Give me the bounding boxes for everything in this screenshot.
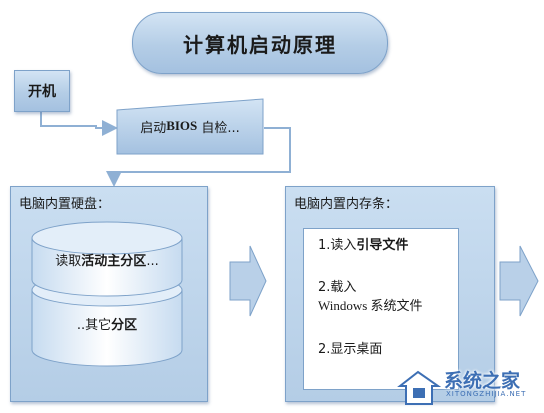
disk-panel-title: 电脑内置硬盘： bbox=[19, 197, 111, 212]
block-arrow-memory-to-next bbox=[499, 245, 539, 317]
watermark-text: 系统之家 bbox=[444, 370, 521, 392]
step-3-label: 2.显示桌面 bbox=[318, 342, 383, 357]
bios-label-prefix: 启动 bbox=[140, 120, 167, 136]
step-1-bold: 引导文件 bbox=[356, 238, 409, 253]
partition-active: 读取活动主分区... bbox=[32, 250, 182, 269]
partition-active-suffix: ... bbox=[146, 254, 159, 269]
memory-panel-title: 电脑内置内存条： bbox=[294, 197, 399, 212]
start-node-label: 开机 bbox=[28, 84, 56, 100]
watermark-logo-icon bbox=[397, 370, 442, 405]
watermark: 系统之家 XITONGZHIJIA.NET bbox=[394, 364, 540, 410]
bios-node: 启动 BIOS 自检... bbox=[116, 98, 264, 155]
diagram-title: 计算机启动原理 bbox=[132, 12, 388, 74]
step-read-boot: 1.读入引导文件 bbox=[318, 237, 408, 255]
connector-start-to-bios bbox=[40, 110, 118, 136]
partition-active-prefix: 读取 bbox=[55, 254, 82, 269]
start-node: 开机 bbox=[14, 70, 70, 112]
cylinder-bottom-body bbox=[31, 289, 183, 367]
memory-steps-box: 1.读入引导文件 2.载入 Windows 系统文件 2.显示桌面 bbox=[303, 228, 459, 390]
step-2-line2: Windows 系统文件 bbox=[318, 298, 423, 313]
partition-other-prefix: ..其它 bbox=[76, 318, 112, 333]
partition-other-bold: 分区 bbox=[111, 318, 138, 333]
cylinder-top-body bbox=[31, 237, 183, 297]
step-2-line1: 2.载入 bbox=[318, 280, 357, 295]
diagram-title-text: 计算机启动原理 bbox=[183, 32, 337, 57]
cylinder-top-lid bbox=[31, 221, 183, 255]
bios-label-suffix: 自检... bbox=[197, 120, 240, 136]
connector-bios-to-disk bbox=[106, 127, 291, 187]
partition-other: ..其它分区 bbox=[32, 314, 182, 333]
step-show-desktop: 2.显示桌面 bbox=[318, 341, 382, 359]
partition-active-bold: 活动主分区 bbox=[81, 254, 147, 269]
step-1-prefix: 1.读入 bbox=[318, 238, 357, 253]
step-load-system: 2.载入 Windows 系统文件 bbox=[318, 279, 423, 315]
bios-node-label: 启动 BIOS 自检... bbox=[116, 98, 264, 154]
block-arrow-disk-to-memory bbox=[229, 245, 267, 317]
watermark-subtext: XITONGZHIJIA.NET bbox=[446, 390, 527, 398]
bios-label-code: BIOS bbox=[166, 118, 198, 133]
bios-node-shape bbox=[116, 98, 264, 155]
